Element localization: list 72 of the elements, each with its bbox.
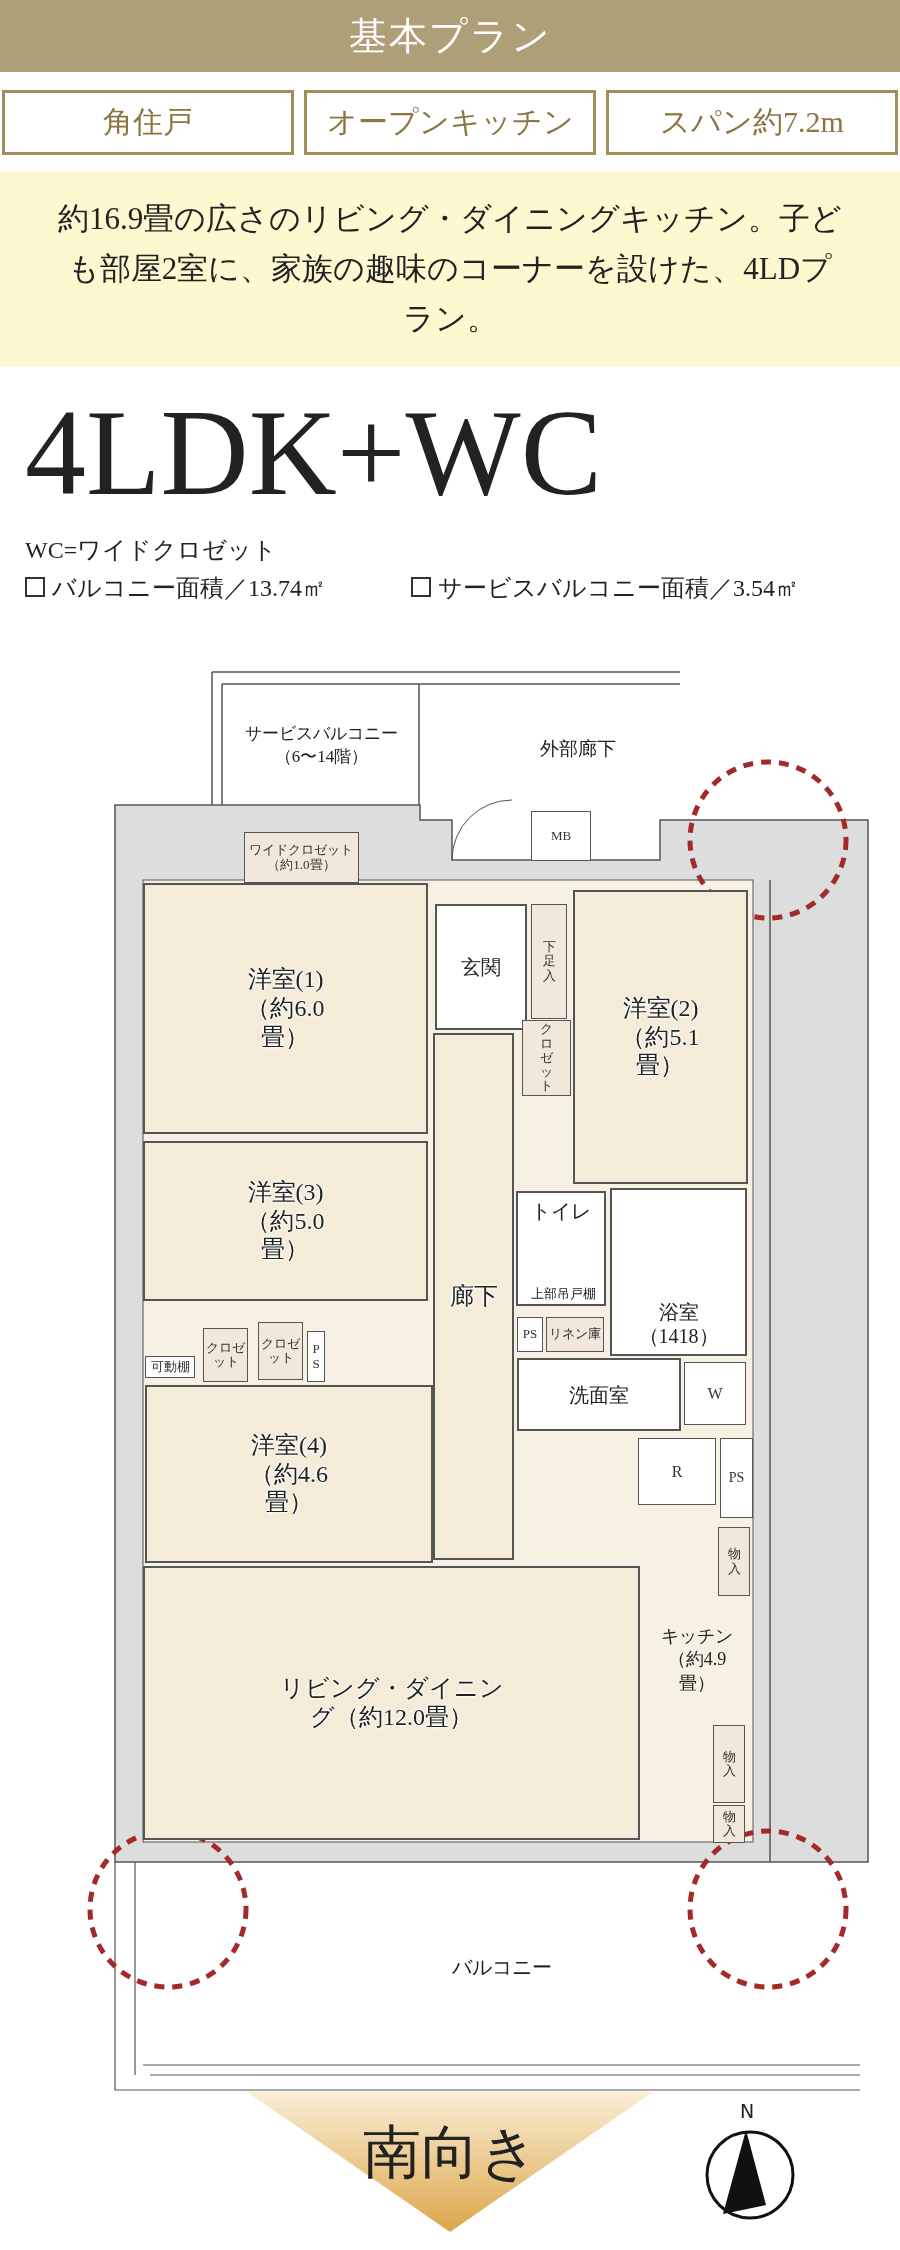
direction-text: 南向き bbox=[362, 2119, 538, 2187]
storage bbox=[713, 1725, 745, 1803]
room-label: リネン庫 bbox=[549, 1327, 601, 1342]
tag-label: 角住戸 bbox=[103, 104, 193, 140]
room-label: 物入 bbox=[727, 1547, 741, 1576]
note-text: WC=ワイドクロゼット bbox=[25, 536, 278, 565]
bedroom-floor bbox=[145, 1385, 433, 1563]
room-label: トイレ bbox=[531, 1199, 591, 1223]
bedroom-floor bbox=[143, 1141, 428, 1301]
room-label: 物入 bbox=[722, 1809, 736, 1839]
room-label: 上部吊戸棚 bbox=[530, 1285, 596, 1303]
room-label: MB bbox=[550, 828, 572, 844]
area-note: サービスバルコニー面積／3.54㎡ bbox=[438, 574, 799, 603]
room-label: バルコニー bbox=[452, 1955, 552, 1980]
intro-text: 約16.9畳の広さのリビング・ダイニングキッチン。子ども部屋2室に、家族の趣味のコーナーを設けた、4LDプラン。 bbox=[56, 199, 844, 339]
room-label: 洋室(1)（約6.0畳） bbox=[245, 965, 326, 1052]
shoe-cabinet bbox=[531, 904, 567, 1019]
room-label: リビング・ダイニング（約12.0畳） bbox=[278, 1674, 505, 1732]
storage bbox=[718, 1527, 750, 1596]
room-label: キッチン（約4.9畳） bbox=[660, 1624, 734, 1695]
pipe-space bbox=[720, 1438, 753, 1518]
room-label: 玄関 bbox=[461, 955, 501, 979]
fridge-space bbox=[638, 1438, 716, 1505]
room-label: サービスバルコニー（6〜14階） bbox=[244, 723, 399, 768]
plan-type-heading: 4LDK+WC bbox=[25, 392, 603, 514]
room-label: ワイドクロゼット（約1.0畳） bbox=[248, 843, 355, 872]
bathroom bbox=[610, 1188, 747, 1356]
tag-label: オープンキッチン bbox=[326, 104, 574, 140]
room-label: 廊下 bbox=[449, 1282, 498, 1311]
room-label: R bbox=[671, 1462, 683, 1481]
meter-box bbox=[531, 811, 591, 861]
living-dining-floor bbox=[143, 1566, 640, 1840]
bedroom-floor bbox=[143, 883, 428, 1134]
area-note: バルコニー面積／13.74㎡ bbox=[52, 574, 326, 603]
room-label: 可動棚 bbox=[150, 1359, 190, 1375]
room-label: W bbox=[707, 1384, 723, 1403]
entrance-floor bbox=[435, 904, 527, 1030]
pipe-space bbox=[307, 1331, 325, 1382]
tag-label: スパン約7.2m bbox=[660, 104, 844, 140]
closet bbox=[522, 1020, 571, 1096]
washroom bbox=[517, 1358, 681, 1431]
room-label: 洗面室 bbox=[569, 1382, 629, 1407]
room-label: 洋室(3)（約5.0畳） bbox=[245, 1177, 326, 1265]
room-label: PS bbox=[311, 1342, 321, 1371]
washer-space bbox=[684, 1362, 746, 1425]
room-label: 下足入 bbox=[542, 940, 556, 983]
intro-panel bbox=[0, 172, 900, 366]
bedroom-floor bbox=[573, 890, 748, 1184]
room-label: 洋室(2)（約5.1畳） bbox=[620, 993, 701, 1081]
compass-letter: N bbox=[740, 2100, 755, 2122]
room-label: 物入 bbox=[722, 1749, 736, 1779]
room-label: 浴室（1418） bbox=[637, 1300, 720, 1348]
feature-tag bbox=[606, 90, 898, 155]
feature-tag bbox=[304, 90, 596, 155]
wide-closet bbox=[244, 832, 359, 883]
linen-closet bbox=[546, 1317, 604, 1352]
room-label: PS bbox=[728, 1470, 745, 1486]
toilet-room bbox=[516, 1191, 606, 1306]
title-banner: 基本プラン bbox=[0, 0, 900, 72]
closet bbox=[258, 1322, 303, 1380]
room-label: クロゼット bbox=[206, 1340, 245, 1370]
corridor-label: 外部廊下 bbox=[540, 737, 616, 761]
movable-shelf bbox=[145, 1356, 195, 1378]
room-label: 洋室(4)（約4.6畳） bbox=[249, 1430, 329, 1518]
feature-tag bbox=[2, 90, 294, 155]
room-label: クロゼット bbox=[540, 1022, 553, 1094]
hallway-floor bbox=[433, 1033, 514, 1560]
room-label: PS bbox=[522, 1327, 538, 1342]
closet bbox=[203, 1328, 248, 1382]
pipe-space bbox=[517, 1317, 543, 1352]
storage bbox=[713, 1805, 745, 1843]
room-label: クロゼット bbox=[261, 1336, 300, 1366]
